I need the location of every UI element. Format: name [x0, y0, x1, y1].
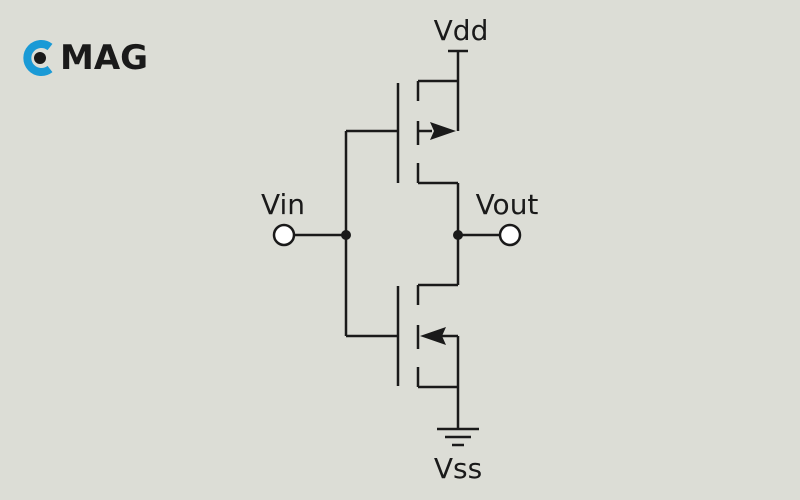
ground-icon [437, 427, 479, 447]
logo-text: MAG [60, 38, 149, 78]
vdd-label: Vdd [434, 14, 489, 47]
vin-label: Vin [261, 188, 305, 221]
vout-label: Vout [476, 188, 539, 221]
pmos-transistor [396, 79, 460, 185]
vout-terminal [498, 223, 522, 247]
nmos-transistor [396, 283, 460, 389]
vin-terminal [272, 223, 296, 247]
vss-label: Vss [434, 452, 482, 485]
output-junction-dot [453, 230, 463, 240]
nmos-arrow-icon [420, 327, 446, 345]
logo-mark-icon [23, 40, 53, 76]
cmag-logo: MAG [20, 38, 148, 78]
pmos-arrow-icon [430, 122, 456, 140]
input-junction-dot [341, 230, 351, 240]
